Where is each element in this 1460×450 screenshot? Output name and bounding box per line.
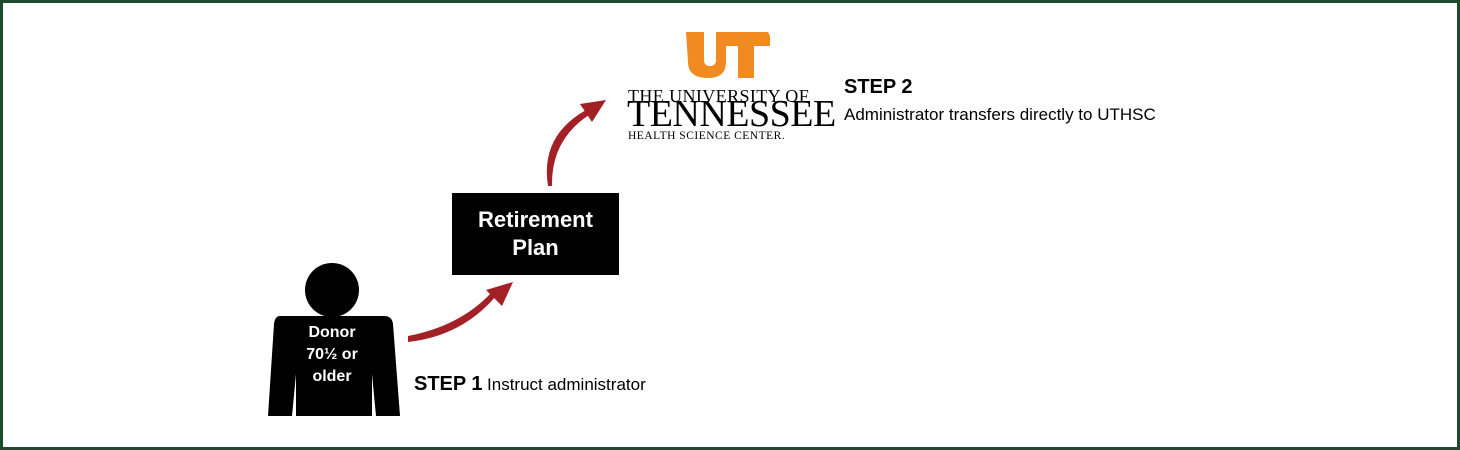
arrow-donor-to-plan-head bbox=[486, 282, 513, 306]
logo-text-tennessee: TENNESSEE bbox=[627, 93, 836, 135]
logo-text-hsc: HEALTH SCIENCE CENTER. bbox=[628, 130, 786, 142]
step2-description: Administrator transfers directly to UTHS… bbox=[844, 105, 1156, 124]
donor-label-line2: 70½ or bbox=[306, 346, 358, 363]
ut-logo-icon bbox=[686, 32, 770, 78]
donor-label-line3: older bbox=[312, 368, 352, 385]
retirement-plan-line2: Plan bbox=[512, 235, 559, 260]
retirement-plan-box: Retirement Plan bbox=[452, 193, 619, 275]
arrow-plan-to-uthsc bbox=[546, 110, 589, 186]
arrow-plan-to-uthsc-head bbox=[580, 100, 606, 122]
step1-caption: STEP 1 Instruct administrator bbox=[414, 373, 646, 396]
retirement-plan-line1: Retirement bbox=[478, 207, 593, 232]
step1-description: Instruct administrator bbox=[487, 375, 646, 394]
arrow-donor-to-plan bbox=[408, 293, 496, 342]
donor-label: Donor 70½ or older bbox=[296, 322, 368, 388]
logo-text-university-of: THE UNIVERSITY OF bbox=[628, 86, 810, 106]
donor-person-icon bbox=[268, 263, 400, 416]
step2-title: STEP 2 bbox=[844, 76, 913, 98]
step1-title: STEP 1 bbox=[414, 373, 483, 395]
donor-label-line1: Donor bbox=[308, 324, 356, 341]
